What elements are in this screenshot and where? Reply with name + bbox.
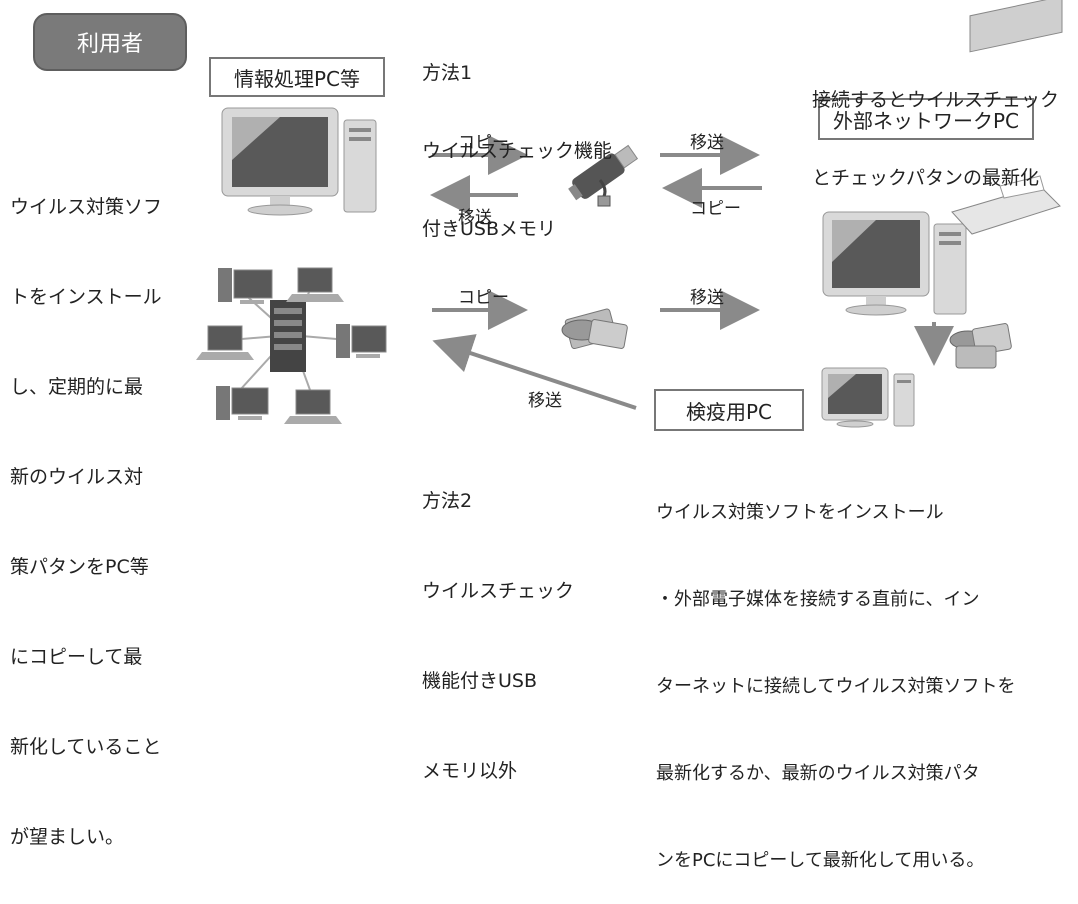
info-pc-icon (221, 107, 377, 216)
user-badge: 利用者 (33, 13, 187, 71)
method2-text: 方法2 ウイルスチェック 機能付きUSB メモリ以外 (422, 426, 574, 816)
left-note-line: 策パタンをPC等 (10, 556, 149, 578)
method1-line: ウイルスチェック機能 (422, 140, 613, 162)
arrow-label-transfer: 移送 (690, 288, 724, 308)
quarantine-note-line: 最新化するか、最新のウイルス対策パタ (656, 763, 980, 784)
disc-media-icon (561, 308, 628, 350)
arrow-label-transfer: 移送 (528, 391, 562, 411)
left-note-line: 新のウイルス対 (10, 466, 144, 488)
external-note-line: 接続するとウイルスチェック (812, 89, 1060, 111)
arrow-label-copy: コピー (458, 288, 509, 308)
info-pc-label: 情報処理PC等 (209, 57, 385, 97)
arrow-label-transfer: 移送 (690, 133, 724, 153)
method1-text: 方法1 ウイルスチェック機能 付きUSBメモリ (422, 8, 612, 268)
quarantine-note: ウイルス対策ソフトをインストール ・外部電子媒体を接続する直前に、イン ターネッ… (656, 440, 1015, 904)
quarantine-pc-icon (821, 367, 915, 428)
left-note-line: 新化していること (10, 736, 162, 758)
left-note-line: し、定期的に最 (10, 376, 144, 398)
left-note-line: トをインストール (10, 286, 162, 308)
printer-icon (951, 0, 1063, 235)
network-server-icon (270, 300, 306, 372)
method1-line: 方法1 (422, 62, 473, 84)
quarantine-pc-label: 検疫用PC (654, 389, 804, 431)
method1-line: 付きUSBメモリ (422, 218, 557, 240)
arrows (430, 135, 954, 410)
quarantine-note-line: ウイルス対策ソフトをインストール (656, 502, 944, 523)
arrow-label-transfer: 移送 (458, 208, 492, 228)
usb-memory-icon (568, 144, 639, 207)
network-client-icons (196, 267, 387, 424)
external-note: 接続するとウイルスチェック とチェックパタンの最新化 (812, 35, 1059, 217)
left-note-line: にコピーして最 (10, 646, 143, 668)
quarantine-note-line: ンをPCにコピーして最新化して用いる。 (656, 850, 985, 871)
method2-line: 方法2 (422, 490, 473, 512)
method2-line: メモリ以外 (422, 760, 518, 782)
quarantine-note-line: ・外部電子媒体を接続する直前に、イン (656, 589, 980, 610)
left-note-line: ウイルス対策ソフ (10, 196, 163, 218)
quarantine-note-line: ターネットに接続してウイルス対策ソフトを (656, 676, 1016, 697)
disc-media-icon-2 (949, 323, 1012, 369)
left-note: ウイルス対策ソフ トをインストール し、定期的に最 新のウイルス対 策パタンをP… (10, 132, 162, 882)
external-pc-icon (822, 211, 967, 316)
arrow-label-copy: コピー (458, 133, 509, 153)
method2-line: 機能付きUSB (422, 670, 538, 692)
method2-line: ウイルスチェック (422, 580, 575, 602)
left-note-line: が望ましい。 (10, 826, 125, 848)
external-note-line: とチェックパタンの最新化 (812, 167, 1040, 189)
arrow-label-copy: コピー (690, 199, 741, 219)
external-pc-label: 外部ネットワークPC (818, 98, 1034, 140)
diagram-graphics (196, 0, 1063, 428)
